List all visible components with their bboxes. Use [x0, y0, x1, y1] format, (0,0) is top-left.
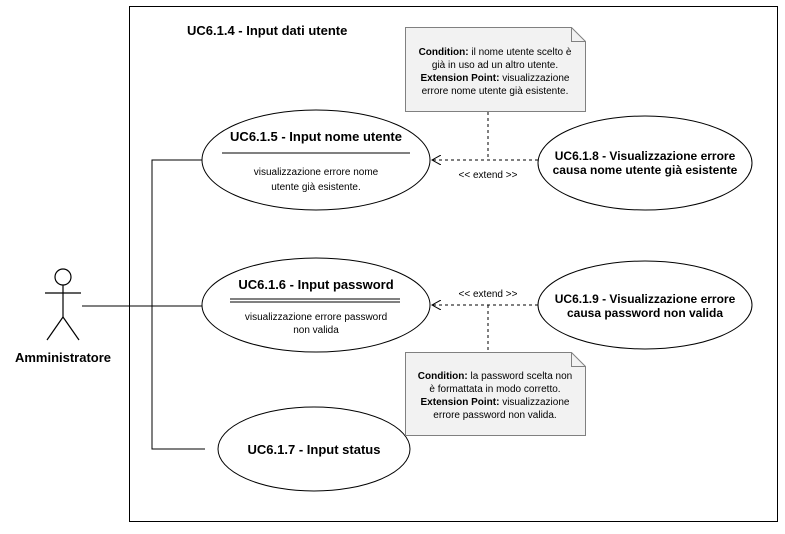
condition-note-top: Condition: il nome utente scelto è già i…: [405, 27, 586, 112]
note-top-condition-l1: il nome utente scelto è: [469, 47, 572, 58]
uc618-line2: causa nome utente già esistente: [553, 163, 738, 177]
note-bottom-ext-label: Extension Point:: [421, 397, 500, 408]
uc618-line1: UC6.1.8 - Visualizzazione errore: [555, 149, 736, 163]
uc619-line2: causa password non valida: [567, 306, 723, 320]
use-case-errore-password[interactable]: UC6.1.9 - Visualizzazione errore causa p…: [537, 260, 753, 350]
actor-name: Amministratore: [15, 350, 111, 365]
svg-text:Extension Point: visualizzazio: Extension Point: visualizzazione: [421, 73, 570, 84]
actor-head: [54, 268, 72, 286]
note-top-ext-label: Extension Point:: [421, 73, 500, 84]
condition-note-bottom: Condition: la password scelta non è form…: [405, 352, 586, 436]
uc616-title: UC6.1.6 - Input password: [238, 277, 393, 292]
actor-amministratore: [45, 268, 81, 341]
note-top-ext-l2: errore nome utente già esistente.: [422, 86, 569, 97]
uc615-extpoint-line1: visualizzazione errore nome: [254, 167, 379, 178]
svg-text:Condition: il nome utente scel: Condition: il nome utente scelto è: [419, 47, 572, 58]
uc615-title: UC6.1.5 - Input nome utente: [230, 129, 402, 144]
use-case-input-password[interactable]: UC6.1.6 - Input password visualizzazione…: [201, 257, 431, 353]
uc619-line1: UC6.1.9 - Visualizzazione errore: [555, 292, 736, 306]
use-case-input-nome-utente[interactable]: UC6.1.5 - Input nome utente visualizzazi…: [201, 109, 431, 211]
uc616-extpoint-line1: visualizzazione errore password: [245, 312, 387, 323]
note-bottom-condition-label: Condition:: [418, 371, 468, 382]
note-top-ext-l1: visualizzazione: [499, 73, 569, 84]
actor-associations: [82, 159, 205, 450]
use-case-input-status[interactable]: UC6.1.7 - Input status: [217, 406, 411, 492]
note-bottom-condition-l2: è formattata in modo corretto.: [429, 384, 560, 395]
note-bottom-ext-l2: errore password non valida.: [433, 410, 556, 421]
extend-label-bottom: << extend >>: [459, 289, 518, 300]
svg-text:Extension Point: visualizzazio: Extension Point: visualizzazione: [421, 397, 570, 408]
extend-label-top: << extend >>: [459, 170, 518, 181]
use-case-errore-nome-utente[interactable]: UC6.1.8 - Visualizzazione errore causa n…: [537, 115, 753, 211]
note-top-condition-l2: già in uso ad un altro utente.: [432, 60, 558, 71]
note-bottom-ext-l1: visualizzazione: [499, 397, 569, 408]
uc615-extpoint-line2: utente già esistente.: [271, 182, 361, 193]
uc617-title: UC6.1.7 - Input status: [248, 442, 381, 457]
system-title: UC6.1.4 - Input dati utente: [187, 23, 347, 38]
svg-text:Condition: la password scelta: Condition: la password scelta non: [418, 371, 573, 382]
note-top-condition-label: Condition:: [419, 47, 469, 58]
note-bottom-condition-l1: la password scelta non: [468, 371, 573, 382]
uc616-extpoint-line2: non valida: [293, 325, 339, 336]
